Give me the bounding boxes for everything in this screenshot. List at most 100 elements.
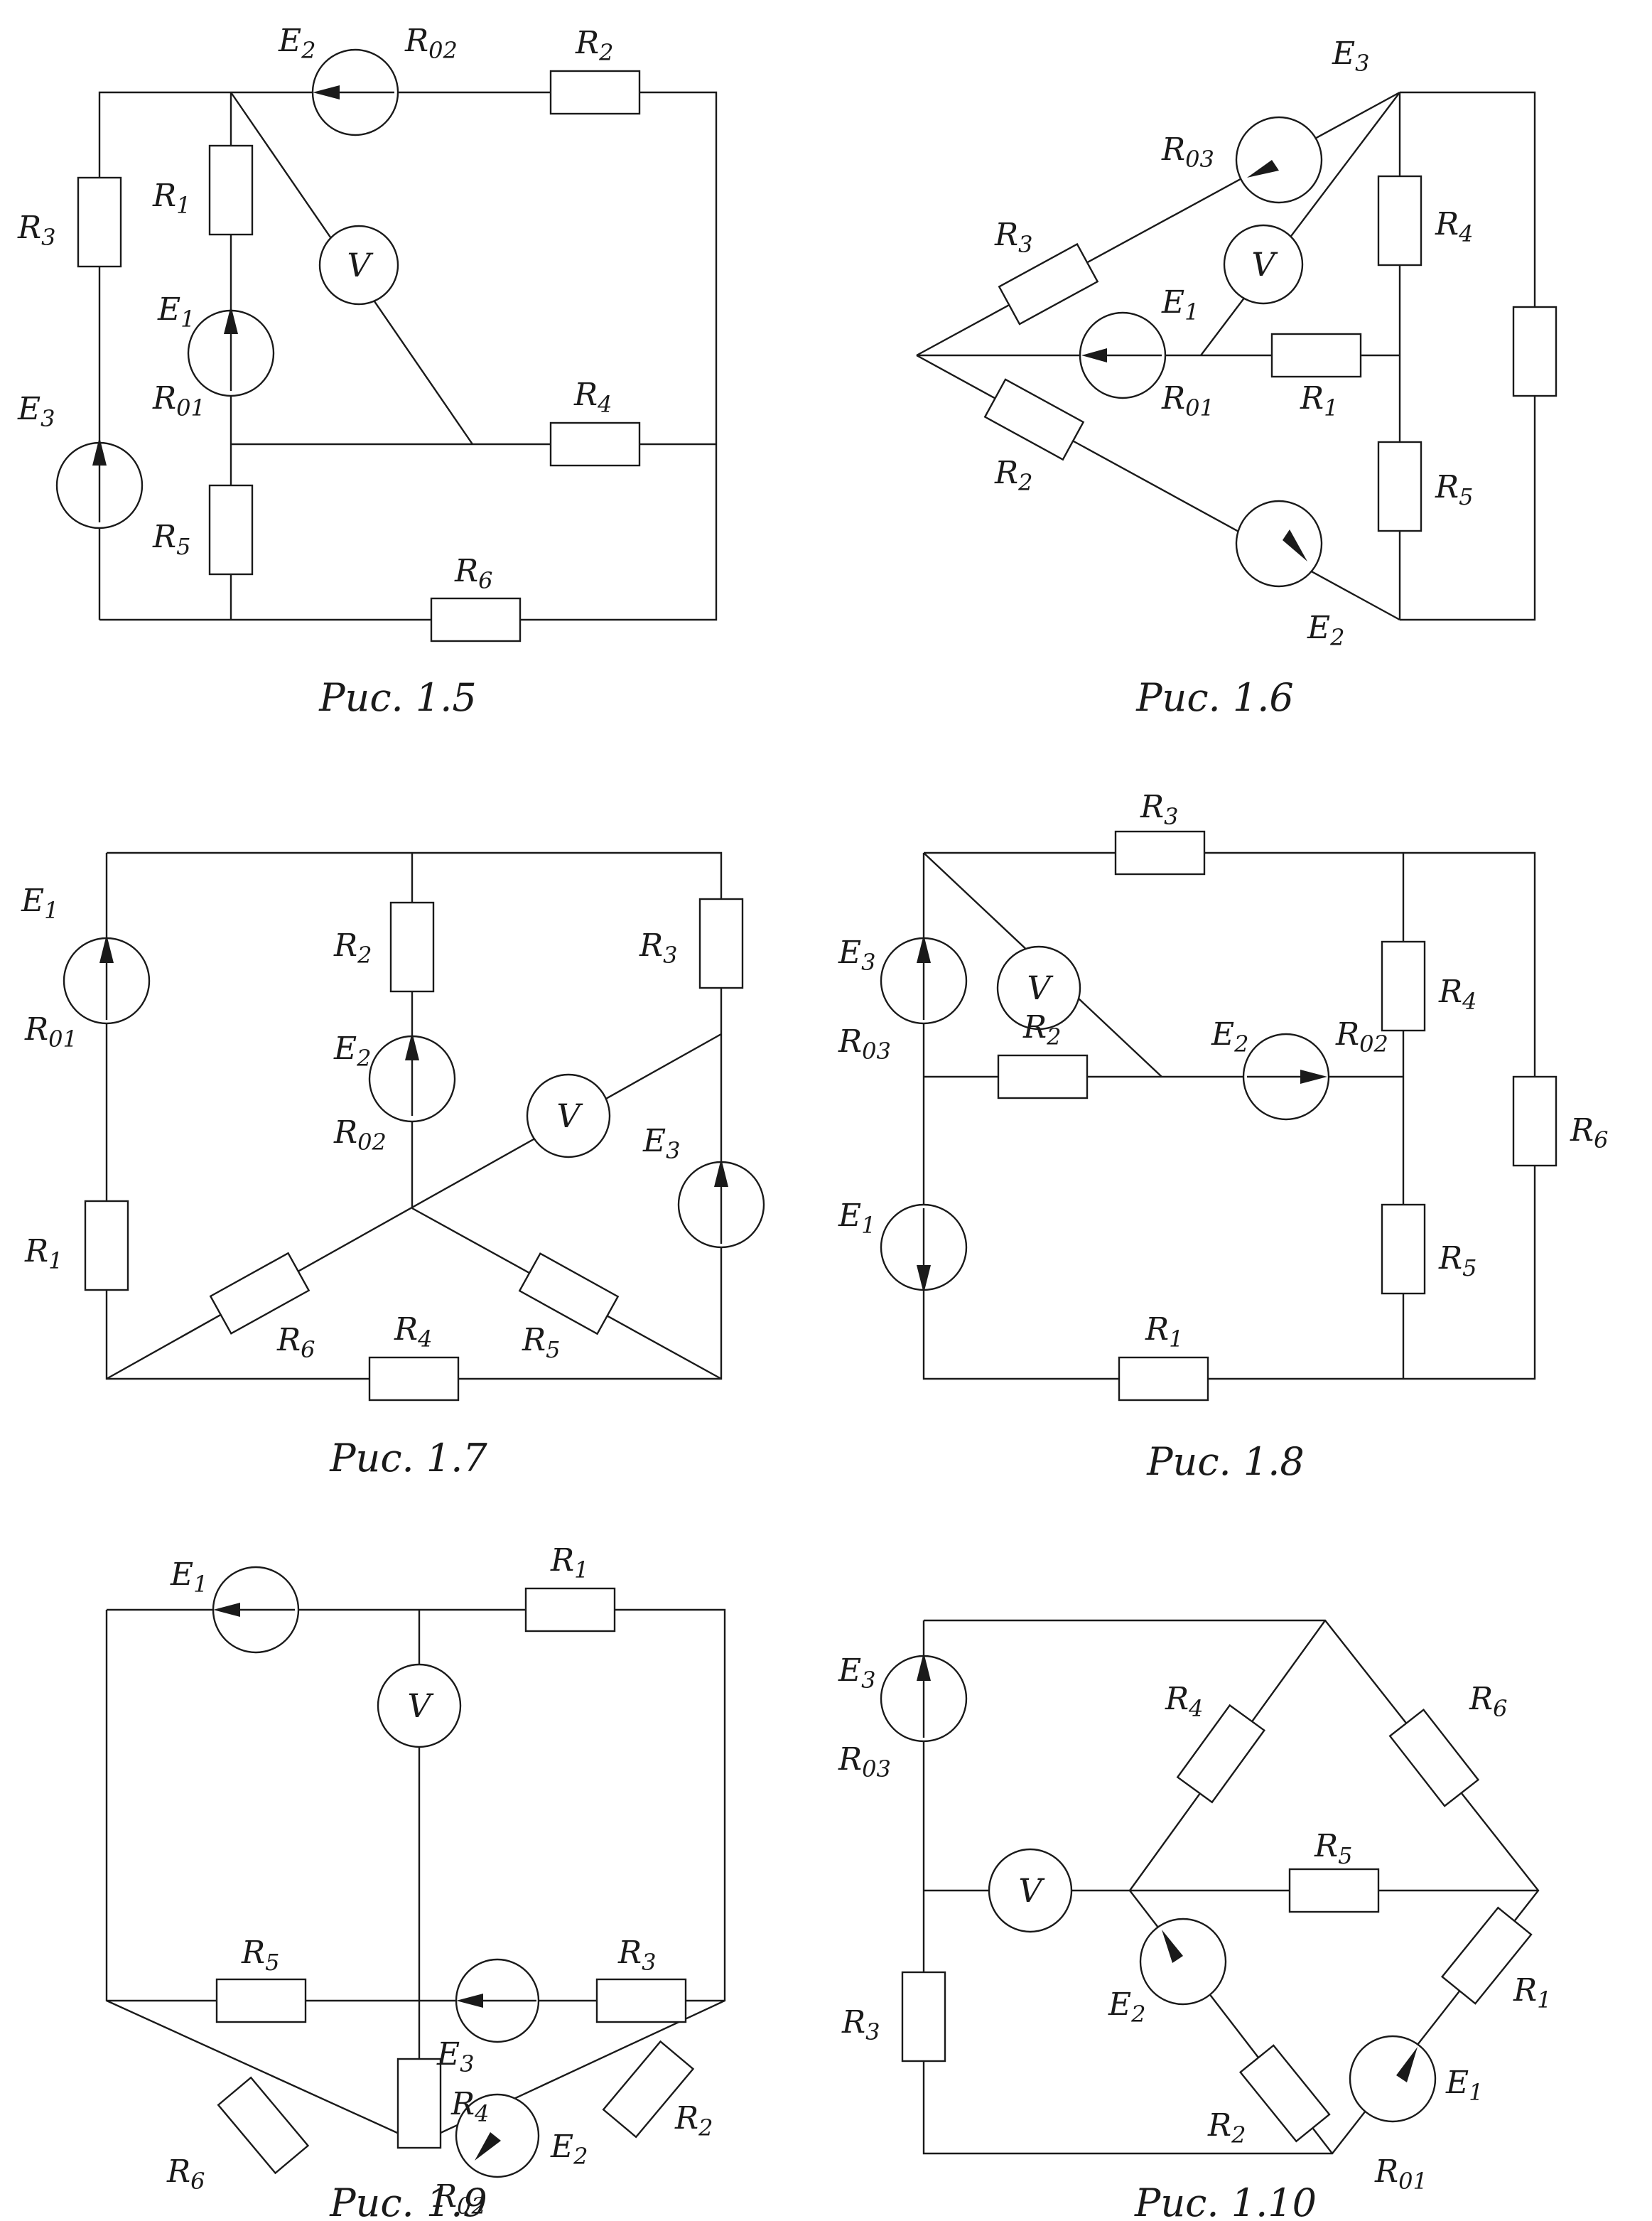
voltmeter-label: V (1018, 1871, 1045, 1910)
label-r6: R6 (166, 2153, 205, 2195)
label-e1: E1 (838, 1198, 875, 1239)
figure-caption: Рис. 1.6 (1135, 675, 1294, 720)
resistor-r5 (1288, 1868, 1380, 1913)
label-r6: R6 (1570, 1112, 1609, 1153)
source-e3 (880, 935, 968, 1025)
label-r03: R03 (838, 1023, 891, 1065)
label-r5: R5 (1438, 1240, 1477, 1281)
resistor-r5 (518, 1252, 620, 1335)
label-e2: E2 (333, 1031, 371, 1072)
voltmeter: V (526, 1073, 611, 1158)
label-r1: R1 (1300, 380, 1339, 421)
voltmeter: V (1223, 224, 1304, 305)
label-r5: R5 (1435, 469, 1474, 510)
label-e1: E1 (157, 291, 195, 333)
label-r2: R2 (674, 2100, 713, 2141)
resistor-r5 (208, 484, 254, 576)
source-e1 (1079, 311, 1167, 399)
label-e3: E3 (838, 1652, 875, 1694)
source-e2 (1235, 500, 1323, 588)
voltmeter: V (318, 225, 399, 306)
label-r6: R6 (454, 553, 493, 594)
wiring (922, 851, 1536, 1380)
label-e2: E2 (278, 23, 315, 64)
resistor-r1 (208, 144, 254, 236)
label-r2: R2 (994, 455, 1033, 496)
label-r02: R02 (433, 2178, 486, 2220)
label-r1: R1 (1145, 1311, 1184, 1353)
label-r4: R4 (1435, 206, 1474, 247)
figure-1-7: V R1 R2 R3 R4 R5 R6 E1 R01 E2 R02 E3 Рис… (21, 851, 765, 1480)
label-e3: E3 (642, 1123, 680, 1164)
label-r5: R5 (522, 1322, 561, 1363)
resistor-r1 (524, 1587, 616, 1633)
label-r02: R02 (404, 23, 458, 64)
label-r3: R3 (994, 217, 1033, 258)
label-r01: R01 (152, 380, 205, 421)
resistor-r1 (1440, 1906, 1533, 2005)
source-e2 (1242, 1033, 1330, 1121)
figure-1-8: V R1 R2 R3 R4 R5 R6 E1 E2 R02 E3 R03 Рис… (838, 789, 1609, 1484)
label-r2: R2 (1207, 2107, 1246, 2149)
source-e3 (1235, 116, 1323, 204)
label-r3: R3 (1140, 789, 1179, 830)
resistor-r3 (77, 176, 122, 268)
label-r03: R03 (838, 1741, 891, 1782)
resistor-r3 (998, 242, 1099, 326)
figure-1-6: V R1 R2 R3 R4 R5 E1 R01 E2 E3 R03 Рис. 1… (916, 36, 1557, 720)
figure-caption: Рис. 1.9 (329, 2180, 487, 2221)
resistor-r1 (1118, 1356, 1209, 1402)
label-r02: R02 (333, 1114, 387, 1156)
figure-1-5: V R1 R2 R3 R4 R5 R6 E1 R01 E2 R02 E3 Рис… (17, 23, 718, 720)
resistor-r2 (1238, 2044, 1331, 2143)
label-r6: R6 (276, 1322, 315, 1363)
label-r5: R5 (152, 519, 191, 560)
voltmeter-label: V (347, 246, 374, 284)
label-e2: E2 (550, 2129, 588, 2170)
resistor-r5 (1381, 1203, 1426, 1295)
label-e2: E2 (1307, 610, 1344, 651)
resistor-r3 (1114, 830, 1206, 876)
label-r4: R4 (450, 2086, 490, 2127)
label-r3: R3 (617, 1935, 657, 1976)
resistor-r2 (997, 1054, 1089, 1099)
resistor-r4 (1377, 175, 1422, 267)
label-r01: R01 (1374, 2153, 1427, 2195)
label-r2: R2 (333, 927, 372, 969)
label-e1: E1 (21, 883, 58, 924)
label-e2: E2 (1108, 1986, 1145, 2028)
resistor-r5 (1377, 441, 1422, 532)
voltmeter: V (996, 945, 1081, 1031)
label-r1: R1 (1513, 1972, 1552, 2013)
label-r1: R1 (24, 1233, 63, 1274)
resistor-r4 (368, 1356, 460, 1402)
source-e3 (677, 1158, 765, 1249)
label-e3: E3 (838, 935, 875, 976)
source-e1 (880, 1203, 968, 1294)
source-e1 (187, 306, 275, 397)
resistor-r6 (217, 2076, 310, 2175)
resistor-r5 (215, 1978, 307, 2023)
label-r2: R2 (1022, 1009, 1062, 1050)
resistor-r6 (430, 597, 522, 642)
resistor-r2 (983, 378, 1085, 461)
label-r1: R1 (550, 1542, 589, 1583)
label-r02: R02 (1335, 1016, 1388, 1058)
source-e2 (311, 48, 399, 136)
voltmeter-label: V (407, 1687, 434, 1725)
resistor-r3 (901, 1971, 946, 2063)
resistor-r4 (396, 2058, 442, 2149)
label-r3: R3 (639, 927, 678, 969)
figure-caption: Рис. 1.10 (1134, 2180, 1317, 2221)
label-r5: R5 (1314, 1828, 1353, 1869)
label-r01: R01 (24, 1011, 77, 1053)
source-e1 (63, 935, 151, 1025)
voltmeter-label: V (556, 1097, 583, 1135)
resistor-r1 (1270, 333, 1362, 378)
label-r2: R2 (575, 25, 614, 66)
label-e1: E1 (1445, 2065, 1483, 2106)
label-r3: R3 (17, 210, 56, 251)
resistor-r3 (595, 1978, 687, 2023)
label-e3: E3 (436, 2036, 474, 2077)
